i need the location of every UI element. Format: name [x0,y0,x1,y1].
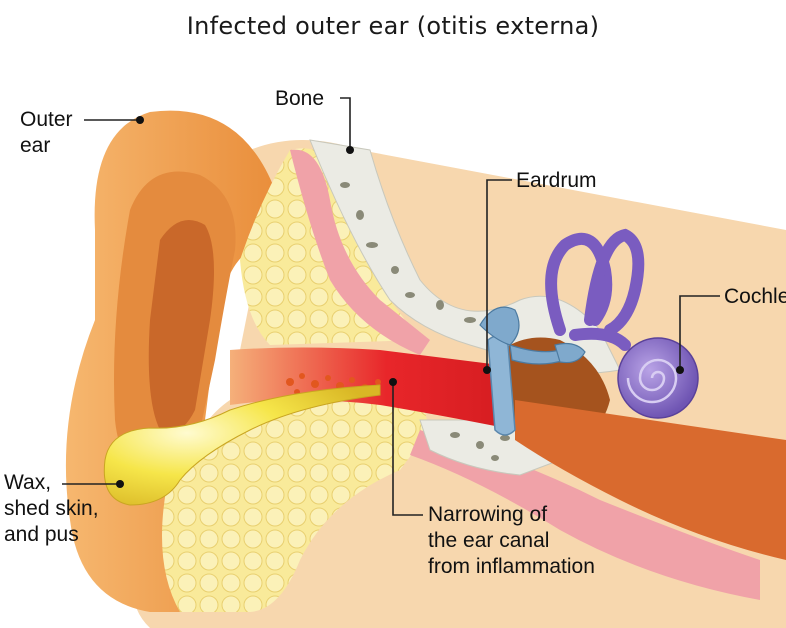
label-wax-line2: shed skin, [4,497,99,520]
label-wax-line3: and pus [4,523,79,546]
cochlea-spiral [626,358,678,404]
semicircular-canals [545,228,645,351]
ossicles [479,306,586,365]
label-outer-ear-line1: Outer [20,108,73,131]
diagram-title: Infected outer ear (otitis externa) [186,12,600,40]
label-outer-ear-line2: ear [20,134,51,157]
label-cochlea: Cochlea [724,285,786,308]
tissue-layer-upper [290,149,430,355]
leader-dots [116,116,684,488]
inner-canal [515,400,786,560]
label-outer-ear: Outer ear [20,107,73,159]
bone-pores [340,182,510,461]
label-narrowing-line2: the ear canal [428,529,550,552]
tissue-layer-lower [410,430,760,600]
label-bone: Bone [275,87,325,110]
fat-tissue-lower [162,395,430,612]
wax-pus-blob [103,384,381,506]
ear-concha-inner [148,220,214,433]
label-narrowing-line1: Narrowing of [428,503,548,526]
label-wax-line1: Wax, [4,471,52,494]
label-narrowing: Narrowing of the ear canal from inflamma… [428,502,595,580]
label-narrowing-line3: from inflammation [428,555,595,578]
cochlea-shape [617,337,699,419]
label-eardrum: Eardrum [516,169,597,192]
leader-lines [62,97,720,516]
label-wax: Wax, shed skin, and pus [4,470,99,548]
